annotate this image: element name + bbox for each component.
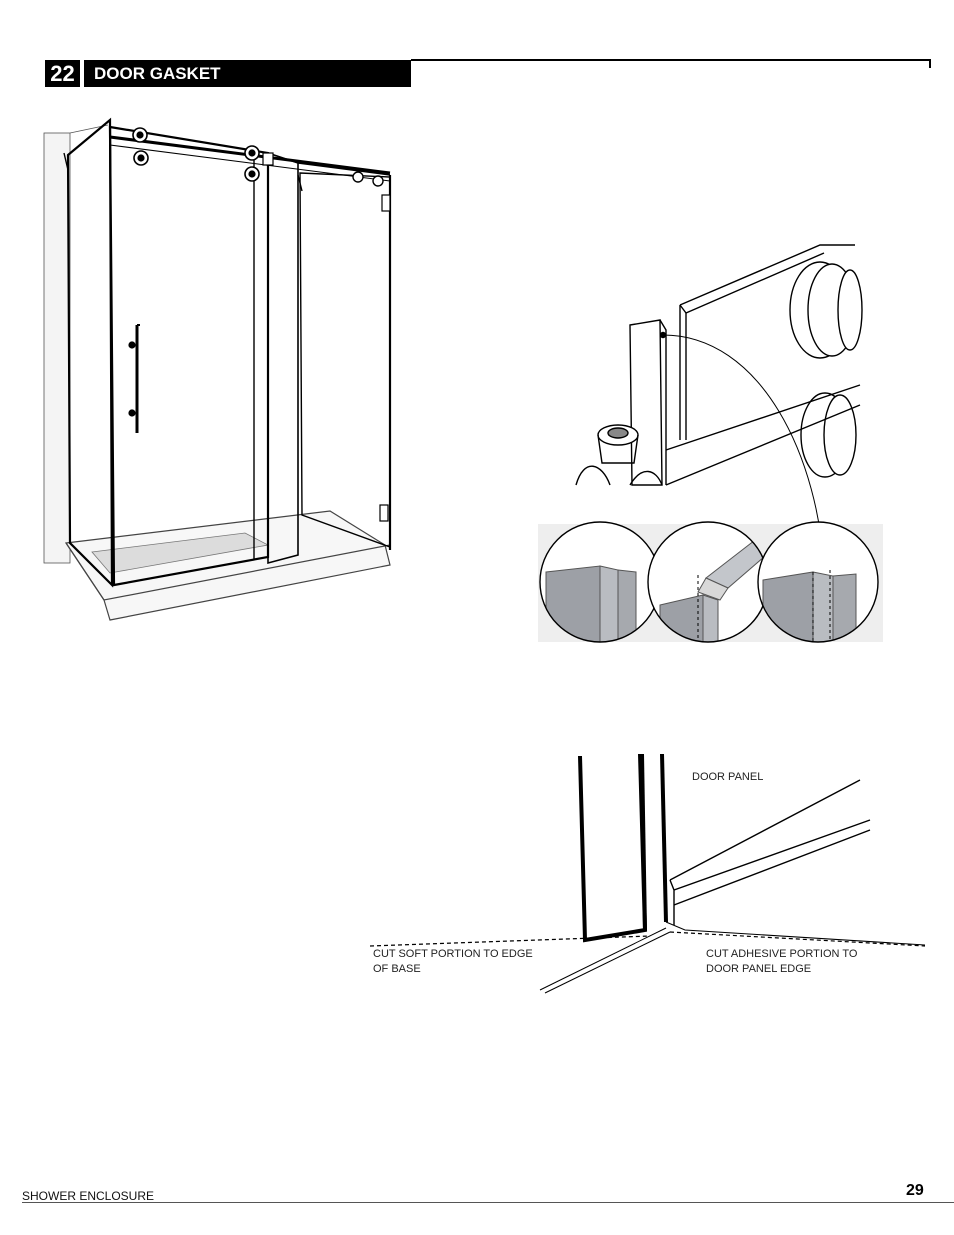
step-title: DOOR GASKET [84, 60, 411, 87]
cut-diagram-illustration [369, 753, 926, 994]
footer-rule [22, 1202, 954, 1203]
cut-adhesive-label-line1: CUT ADHESIVE PORTION TO [706, 948, 858, 960]
document-name: SHOWER ENCLOSURE [22, 1189, 155, 1203]
cut-soft-label-line2: OF BASE [373, 963, 421, 975]
shower-enclosure-illustration [43, 117, 392, 621]
header-rule [411, 59, 931, 61]
step-number: 22 [45, 60, 80, 87]
header-rule-tick [929, 59, 931, 68]
page-number: 29 [906, 1182, 924, 1199]
gasket-detail-illustration [575, 244, 863, 581]
gasket-cutting-steps [538, 521, 883, 643]
cut-soft-label-line1: CUT SOFT PORTION TO EDGE [373, 948, 533, 960]
door-panel-label: DOOR PANEL [692, 771, 764, 783]
cut-adhesive-label-line2: DOOR PANEL EDGE [706, 963, 812, 975]
